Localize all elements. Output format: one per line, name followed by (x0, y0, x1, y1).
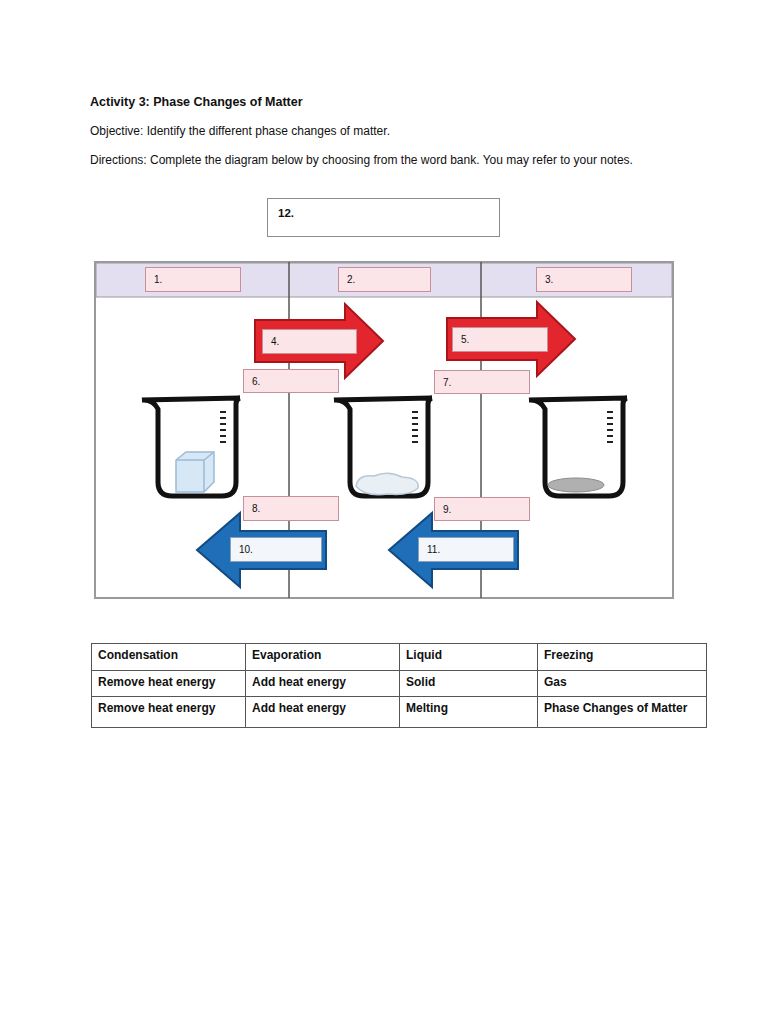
callout-number: 9. (443, 504, 451, 515)
blank-box: 7. (434, 370, 530, 394)
blank-box: 10. (230, 537, 322, 562)
callout-number: 4. (271, 336, 279, 347)
word-bank-cell: Phase Changes of Matter (537, 696, 707, 728)
directions-text: Directions: Complete the diagram below b… (90, 153, 760, 168)
word-bank-cell: Remove heat energy (91, 670, 246, 697)
beaker-outline (529, 398, 627, 496)
beaker-liquid (334, 398, 432, 496)
word-bank-cell: Remove heat energy (91, 696, 246, 728)
melting-puddle (356, 473, 418, 494)
word-bank-cell: Condensation (91, 643, 246, 671)
callout-number: 2. (347, 274, 355, 285)
graduation-marks (220, 412, 226, 442)
callout-number: 3. (545, 274, 553, 285)
callout-number: 7. (443, 377, 451, 388)
graduation-marks (412, 412, 418, 442)
answer-box: 12. (267, 198, 500, 237)
graduation-marks (607, 412, 613, 442)
blank-box: 9. (434, 497, 530, 521)
ice-cube (176, 452, 214, 492)
blank-box: 6. (243, 369, 339, 393)
word-bank-cell: Solid (399, 670, 538, 697)
blank-box: 5. (452, 327, 548, 352)
residue-ellipse (548, 478, 604, 492)
callout-number: 1. (154, 274, 162, 285)
table-cell: Condensation (92, 644, 245, 666)
table-cell: Freezing (538, 644, 706, 666)
header-band (96, 263, 672, 297)
word-bank-cell: Freezing (537, 643, 707, 671)
diagram-frame (95, 262, 673, 598)
callout-number: 10. (239, 544, 253, 555)
ice-cube-edge (176, 452, 214, 492)
callout-number: 6. (252, 376, 260, 387)
table-cell: Remove heat energy (92, 671, 245, 693)
blank-box: 1. (145, 267, 241, 292)
word-bank-cell: Gas (537, 670, 707, 697)
blank-box: 8. (243, 496, 339, 521)
callout-number: 8. (252, 503, 260, 514)
worksheet-title: Activity 3: Phase Changes of Matter (90, 95, 303, 110)
table-cell: Phase Changes of Matter (538, 697, 706, 719)
heat-arrow-right (255, 304, 383, 378)
blank-box: 4. (262, 329, 357, 354)
table-cell: Add heat energy (246, 671, 399, 693)
table-cell: Remove heat energy (92, 697, 245, 719)
cool-arrow-left (389, 513, 518, 587)
callout-number: 5. (461, 334, 469, 345)
beaker-gas (529, 398, 627, 496)
table-cell: Add heat energy (246, 697, 399, 719)
blank-box: 3. (536, 267, 632, 292)
table-cell: Gas (538, 671, 706, 693)
blank-box: 2. (338, 267, 431, 292)
beaker-outline (334, 398, 432, 496)
blank-box: 11. (418, 537, 514, 562)
word-bank-cell: Add heat energy (245, 670, 400, 697)
beaker-solid (142, 398, 240, 496)
table-cell: Evaporation (246, 644, 399, 666)
callout-number: 11. (427, 544, 440, 555)
beaker-outline (142, 398, 240, 496)
objective-text: Objective: Identify the different phase … (90, 124, 760, 139)
word-bank-cell: Melting (399, 696, 538, 728)
table-cell: Melting (400, 697, 537, 719)
table-cell: Solid (400, 671, 537, 693)
heat-arrow-right (447, 302, 575, 376)
word-bank-cell: Liquid (399, 643, 538, 671)
callout-number: 12. (278, 207, 294, 219)
table-cell: Liquid (400, 644, 537, 666)
cool-arrow-left (197, 513, 326, 587)
word-bank-cell: Add heat energy (245, 696, 400, 728)
word-bank-cell: Evaporation (245, 643, 400, 671)
